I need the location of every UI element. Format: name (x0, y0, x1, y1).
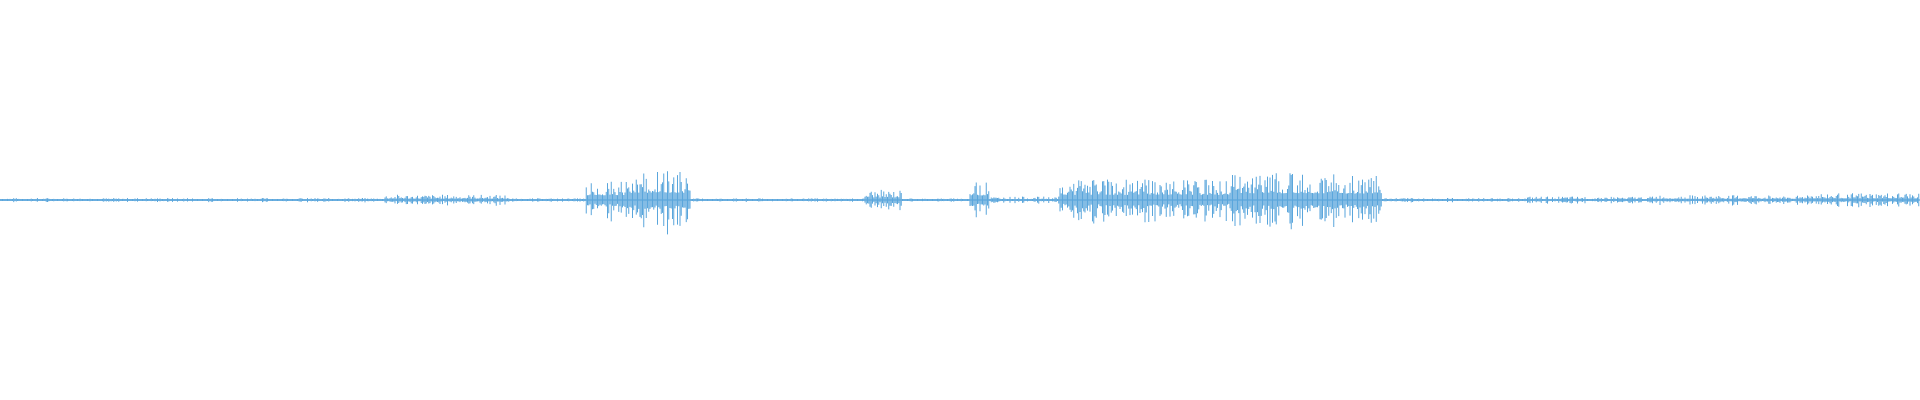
waveform-path (0, 171, 1920, 235)
waveform-bars (0, 171, 1920, 235)
